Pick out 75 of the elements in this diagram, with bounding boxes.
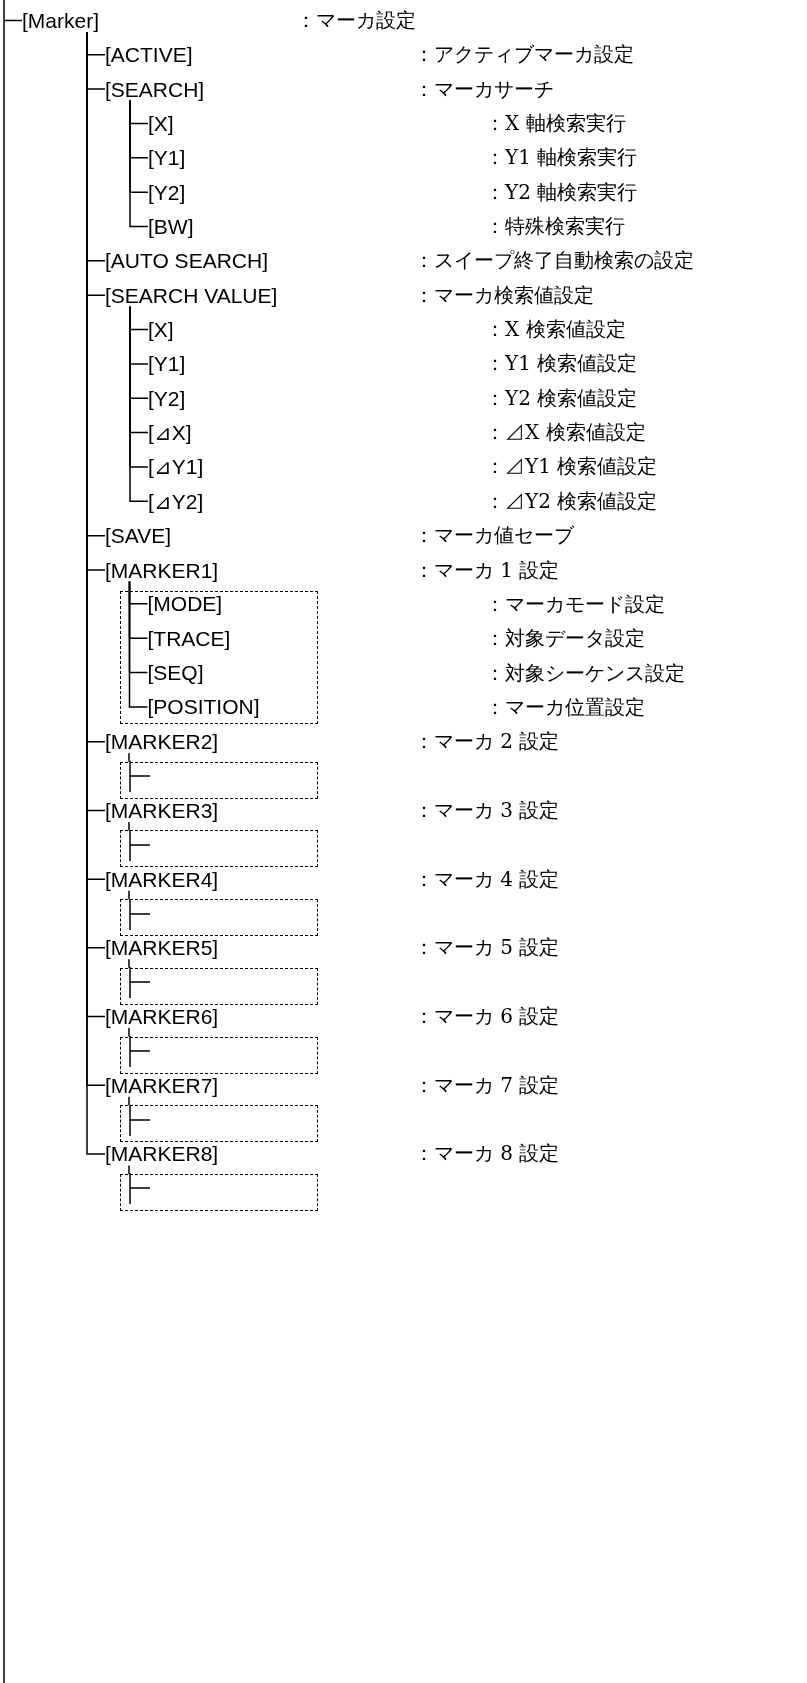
tree-line [129,305,149,503]
description-text: ：マーカ値セーブ [414,523,574,549]
tree-line [128,580,149,708]
description-text: ：マーカ 2 設定 [414,729,560,755]
description-text: ：対象データ設定 [485,626,645,652]
description-text: ：マーカ 6 設定 [414,1004,560,1030]
menu-item: [MARKER2] [105,730,219,754]
dashed-box [120,899,318,937]
description-text: ：⊿Y1 検索値設定 [485,454,658,480]
description-text: ：X 検索値設定 [485,317,626,343]
menu-item: [Y2] [148,180,186,204]
description-text: ：マーカ位置設定 [485,694,645,720]
description-text: ：⊿Y2 検索値設定 [485,488,658,514]
dashed-box [120,967,318,1005]
menu-item: [⊿Y2] [148,489,204,513]
menu-item: [MARKER3] [105,798,219,822]
description-text: ：特殊検索実行 [485,214,625,239]
menu-item: [MARKER7] [105,1073,219,1097]
menu-item: [BW] [148,215,194,238]
description-text: ：マーカモード設定 [485,591,665,617]
dashed-box [120,1036,318,1074]
menu-item: [MARKER4] [105,867,219,891]
description-text: ：Y2 軸検索実行 [485,179,638,205]
menu-item: [X] [148,318,174,342]
tree-line [128,1096,130,1106]
menu-item: [SEQ] [147,661,204,685]
description-text: ：Y1 検索値設定 [485,351,638,377]
menu-item: [Y1] [148,146,186,170]
menu-item: [⊿X] [148,421,192,445]
menu-item: [MARKER8] [105,1142,219,1166]
menu-item: [SEARCH VALUE] [105,283,278,307]
menu-item: [⊿Y1] [148,455,204,479]
tree-line [128,1164,130,1175]
menu-item: [MARKER6] [105,1005,219,1029]
description-text: ：マーカ 5 設定 [414,935,560,961]
dashed-box [120,591,318,725]
menu-item: [Marker] [22,8,99,32]
description-text: ：マーカ設定 [296,7,416,33]
menu-item: [TRACE] [147,626,231,650]
menu-item: [MARKER1] [105,558,219,582]
tree-line [3,0,23,1683]
description-text: ：マーカサーチ [414,76,554,102]
description-text: ：⊿X 検索値設定 [485,420,646,446]
menu-item: [ACTIVE] [105,43,193,67]
menu-item: [MODE] [147,592,223,616]
menu-item: [AUTO SEARCH] [105,249,268,273]
description-text: ：アクティブマーカ設定 [414,42,634,68]
menu-item: [X] [148,111,174,135]
description-text: ：Y1 軸検索実行 [485,145,638,171]
description-text: ：マーカ検索値設定 [414,282,594,308]
description-text: ：マーカ 1 設定 [414,557,560,583]
menu-item: [Y1] [148,352,186,376]
tree-line [128,1027,130,1038]
menu-item: [MARKER5] [105,936,219,960]
description-text: ：マーカ 8 設定 [414,1141,560,1167]
menu-item: [Y2] [148,386,186,410]
menu-item: [POSITION] [147,695,260,719]
description-text: ：スイープ終了自動検索の設定 [414,248,694,274]
description-text: ：対象シーケンス設定 [485,660,685,686]
dashed-box [120,1173,318,1211]
description-text: ：Y2 検索値設定 [485,385,638,411]
description-text: ：X 軸検索実行 [485,110,626,136]
tree-line [128,889,130,900]
tree-line [128,821,130,832]
dashed-box [120,830,318,868]
dashed-box [120,1105,318,1143]
tree-line [128,958,130,969]
tree-line [128,752,130,763]
description-text: ：マーカ 7 設定 [414,1072,560,1098]
menu-item: [SAVE] [105,524,172,548]
description-text: ：マーカ 3 設定 [414,797,560,823]
menu-item: [SEARCH] [105,77,205,101]
description-text: ：マーカ 4 設定 [414,866,560,892]
dashed-box [120,761,318,799]
tree-line [129,99,149,228]
